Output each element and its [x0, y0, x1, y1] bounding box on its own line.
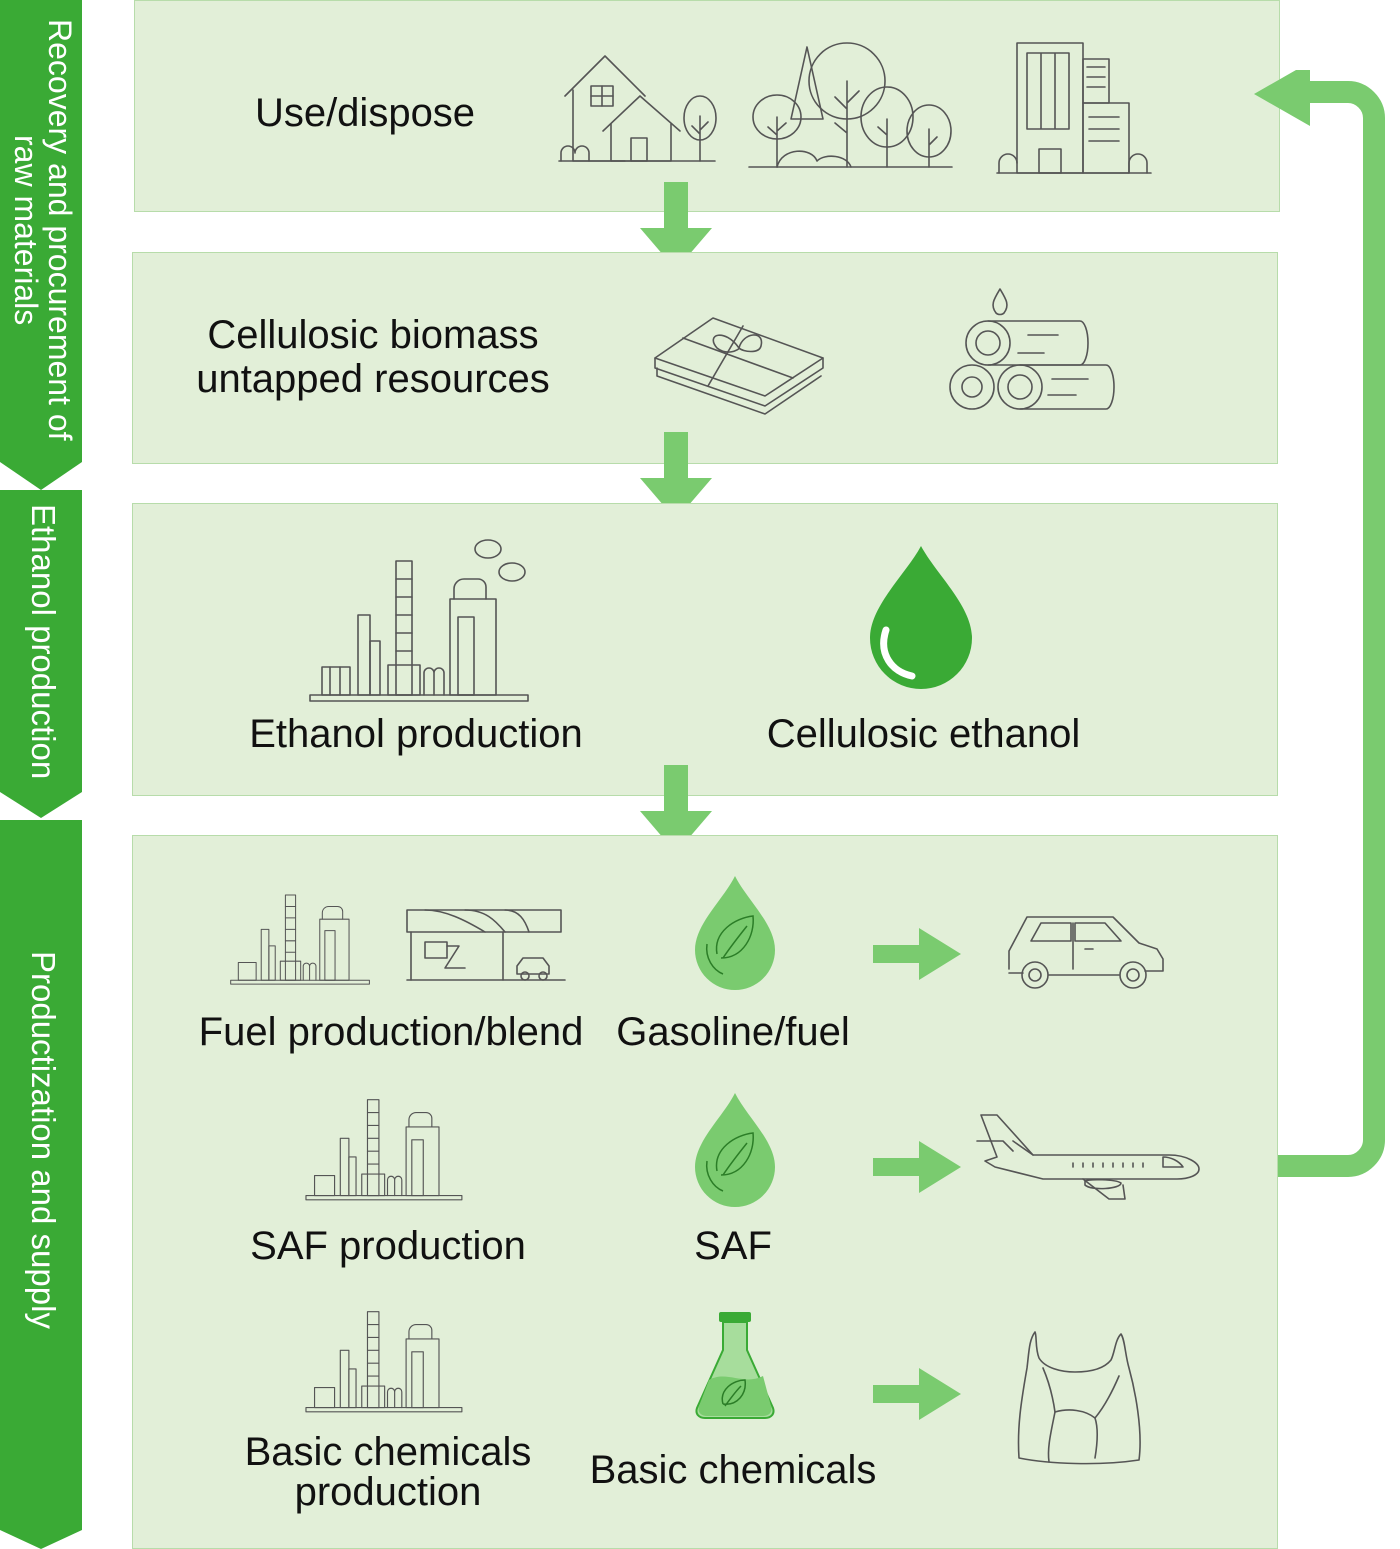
factory-icon [309, 539, 529, 702]
saf-production-label: SAF production [250, 1224, 526, 1268]
saf-drop-icon [695, 1093, 775, 1207]
stage-banner-ethanol: Ethanol production [0, 490, 82, 818]
biomass-label-line1: Cellulosic biomass [207, 313, 539, 357]
stage-label-productization: Productization and supply [25, 951, 62, 1329]
down-arrow [640, 765, 712, 853]
stage-banner-recovery: Recovery and procurement of raw material… [0, 0, 82, 490]
basic-chemicals-production-label-line1: Basic chemicals [244, 1430, 532, 1474]
fuel-drop-icon [695, 876, 775, 990]
stage-banner-shape [0, 0, 82, 490]
right-arrow [873, 1368, 961, 1420]
factory-icon [305, 1311, 463, 1413]
flask-icon [695, 1312, 775, 1419]
car-icon [1008, 916, 1164, 989]
paper-bundle-icon [654, 317, 824, 415]
down-arrow [640, 182, 712, 270]
airplane-icon [976, 1114, 1200, 1200]
gasoline-fuel-label: Gasoline/fuel [616, 1010, 850, 1054]
panel-cellulosic-biomass: Cellulosic biomass untapped resources [132, 252, 1278, 464]
panel-use-dispose: Use/dispose [134, 0, 1280, 212]
biomass-label-line2: untapped resources [196, 357, 550, 401]
stage-label-ethanol: Ethanol production [25, 504, 62, 780]
basic-chemicals-label: Basic chemicals [589, 1448, 877, 1492]
stage-banner-shape [0, 820, 82, 1549]
factory-icon [230, 894, 370, 985]
plastic-bag-icon [1017, 1331, 1141, 1465]
ethanol-drop-icon [870, 546, 972, 689]
logs-icon [949, 288, 1115, 410]
panel-productization: Fuel production/blend Gasoline/fuel SAF … [132, 835, 1278, 1549]
right-arrow [873, 928, 961, 980]
cellulosic-ethanol-label: Cellulosic ethanol [766, 712, 1081, 756]
return-loop-arrow [1254, 70, 1385, 1177]
stage-label-recovery: Recovery and procurement of raw material… [8, 19, 78, 441]
trees-icon [748, 42, 953, 168]
factory-icon [305, 1099, 463, 1201]
saf-label: SAF [694, 1224, 772, 1268]
down-arrow [640, 432, 712, 520]
houses-icon [558, 55, 717, 162]
ethanol-production-label: Ethanol production [249, 712, 583, 756]
gas-station-icon [406, 909, 566, 981]
basic-chemicals-production-label-line2: production [294, 1470, 482, 1514]
stage-banner-productization: Productization and supply [0, 820, 82, 1549]
buildings-icon [996, 42, 1152, 174]
stage-banner-shape [0, 490, 82, 818]
fuel-production-label: Fuel production/blend [198, 1010, 584, 1054]
use-dispose-label: Use/dispose [254, 91, 476, 135]
right-arrow [873, 1141, 961, 1193]
panel-ethanol-production: Ethanol production Cellulosic ethanol [132, 503, 1278, 796]
